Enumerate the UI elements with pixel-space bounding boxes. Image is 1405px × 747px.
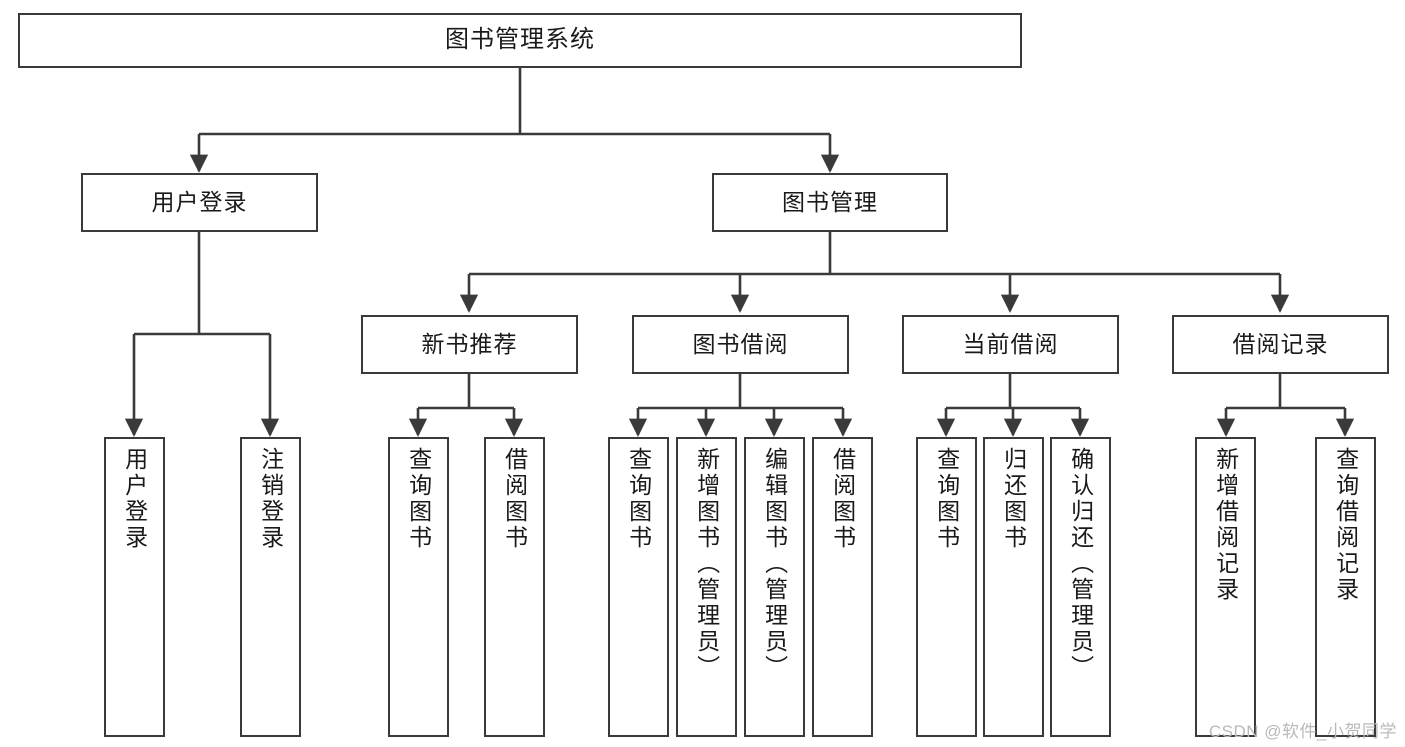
node-leaf-query-book-2[interactable]: 查询图书 — [608, 437, 669, 737]
node-leaf-add-book[interactable]: 新增图书（管理员） — [676, 437, 737, 737]
node-leaf-return-book[interactable]: 归还图书 — [983, 437, 1044, 737]
node-borrow-record[interactable]: 借阅记录 — [1172, 315, 1389, 374]
node-leaf-query-record[interactable]: 查询借阅记录 — [1315, 437, 1376, 737]
node-new-book-recommend-label: 新书推荐 — [421, 330, 518, 357]
node-root-label: 图书管理系统 — [445, 26, 595, 54]
node-leaf-add-book-label: 新增图书（管理员） — [693, 447, 720, 681]
node-leaf-borrow-book-2[interactable]: 借阅图书 — [812, 437, 873, 737]
node-leaf-confirm-return[interactable]: 确认归还（管理员） — [1050, 437, 1111, 737]
node-leaf-logout-label: 注销登录 — [257, 447, 284, 551]
node-leaf-query-book-3-label: 查询图书 — [933, 447, 960, 551]
node-leaf-logout[interactable]: 注销登录 — [240, 437, 301, 737]
node-leaf-query-book-1[interactable]: 查询图书 — [388, 437, 449, 737]
node-leaf-user-login[interactable]: 用户登录 — [104, 437, 165, 737]
node-leaf-query-book-2-label: 查询图书 — [625, 447, 652, 551]
node-current-borrow[interactable]: 当前借阅 — [902, 315, 1119, 374]
node-leaf-confirm-return-label: 确认归还（管理员） — [1067, 447, 1094, 681]
node-leaf-query-book-3[interactable]: 查询图书 — [916, 437, 977, 737]
node-leaf-query-book-1-label: 查询图书 — [405, 447, 432, 551]
node-leaf-borrow-book-2-label: 借阅图书 — [829, 447, 856, 551]
node-user-login-label: 用户登录 — [151, 188, 248, 215]
watermark: CSDN @软件_小贺同学 — [1208, 722, 1397, 741]
node-leaf-return-book-label: 归还图书 — [1000, 447, 1027, 551]
node-borrow-record-label: 借阅记录 — [1232, 330, 1329, 357]
node-current-borrow-label: 当前借阅 — [962, 330, 1059, 357]
node-book-manage-label: 图书管理 — [782, 188, 878, 215]
node-leaf-borrow-book-1[interactable]: 借阅图书 — [484, 437, 545, 737]
node-leaf-edit-book-label: 编辑图书（管理员） — [761, 447, 788, 681]
node-leaf-query-record-label: 查询借阅记录 — [1332, 447, 1359, 603]
node-leaf-add-record[interactable]: 新增借阅记录 — [1195, 437, 1256, 737]
node-book-borrow[interactable]: 图书借阅 — [632, 315, 849, 374]
node-leaf-add-record-label: 新增借阅记录 — [1212, 447, 1239, 603]
node-leaf-borrow-book-1-label: 借阅图书 — [501, 447, 528, 551]
node-leaf-user-login-label: 用户登录 — [121, 447, 148, 551]
node-user-login[interactable]: 用户登录 — [81, 173, 318, 232]
node-leaf-edit-book[interactable]: 编辑图书（管理员） — [744, 437, 805, 737]
node-book-manage[interactable]: 图书管理 — [712, 173, 948, 232]
node-book-borrow-label: 图书借阅 — [692, 330, 789, 357]
node-root[interactable]: 图书管理系统 — [18, 13, 1022, 68]
node-new-book-recommend[interactable]: 新书推荐 — [361, 315, 578, 374]
